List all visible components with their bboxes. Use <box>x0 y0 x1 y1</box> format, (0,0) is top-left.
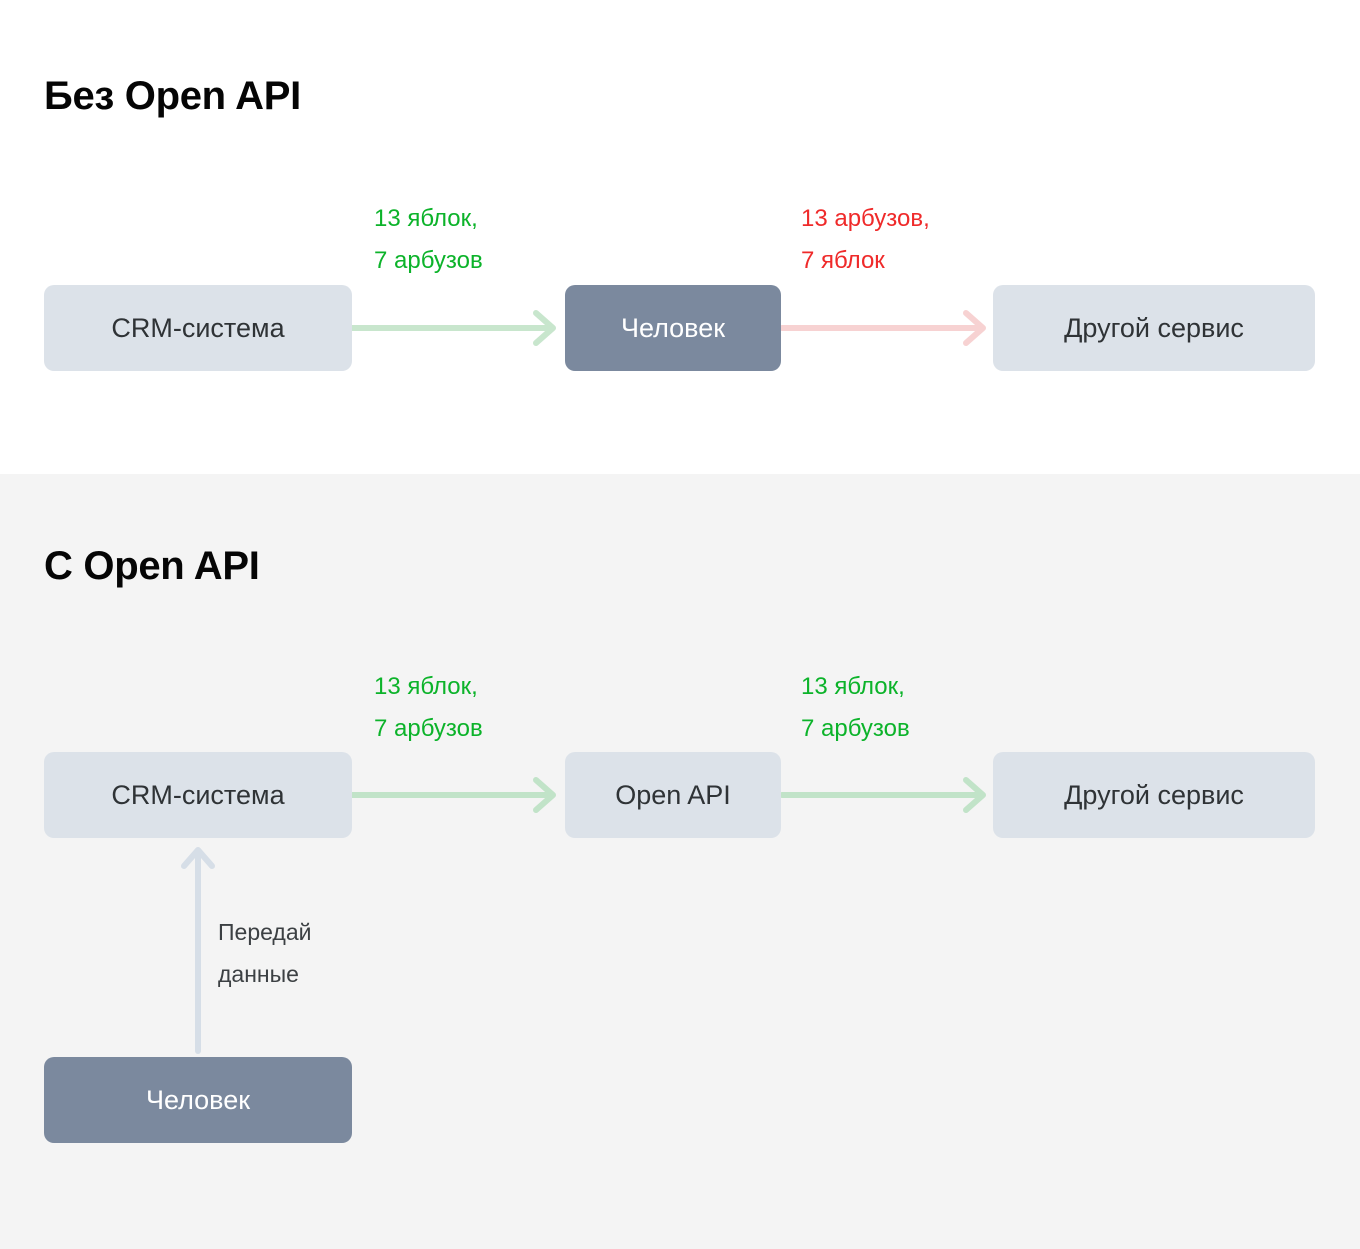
node-crm-system-2[interactable]: CRM-система <box>44 752 352 838</box>
arrow-human-to-service <box>779 310 994 346</box>
arrow-label-crm-to-human: 13 яблок, 7 арбузов <box>374 205 483 274</box>
node-label: Человек <box>620 312 726 343</box>
arrow-openapi-to-service <box>779 777 994 813</box>
node-label: Open API <box>615 779 731 810</box>
section-title-without-open-api: Без Open API <box>44 74 301 118</box>
arrow-crm-to-openapi <box>349 777 564 813</box>
node-other-service-2[interactable]: Другой сервис <box>993 752 1315 838</box>
arrow-crm-to-human <box>349 310 564 346</box>
node-open-api[interactable]: Open API <box>565 752 781 838</box>
node-crm-system[interactable]: CRM-система <box>44 285 352 371</box>
node-human-2[interactable]: Человек <box>44 1057 352 1143</box>
section-with-open-api: С Open API 13 яблок, 7 арбузов 13 яблок,… <box>0 474 1360 1249</box>
node-other-service[interactable]: Другой сервис <box>993 285 1315 371</box>
section-title-with-open-api: С Open API <box>44 544 260 588</box>
arrow-label-human-to-crm: Передай данные <box>218 919 312 987</box>
node-label: Человек <box>145 1084 251 1115</box>
node-label: CRM-система <box>111 312 285 343</box>
arrow-label-crm-to-openapi: 13 яблок, 7 арбузов <box>374 673 483 742</box>
arrow-human-to-crm <box>180 846 216 1054</box>
node-label: Другой сервис <box>1064 312 1244 343</box>
node-label: Другой сервис <box>1064 779 1244 810</box>
node-label: CRM-система <box>111 779 285 810</box>
section-without-open-api: Без Open API 13 яблок, 7 арбузов 13 арбу… <box>0 0 1360 474</box>
arrow-label-human-to-service: 13 арбузов, 7 яблок <box>801 205 930 274</box>
arrow-label-openapi-to-service: 13 яблок, 7 арбузов <box>801 673 910 742</box>
node-human[interactable]: Человек <box>565 285 781 371</box>
